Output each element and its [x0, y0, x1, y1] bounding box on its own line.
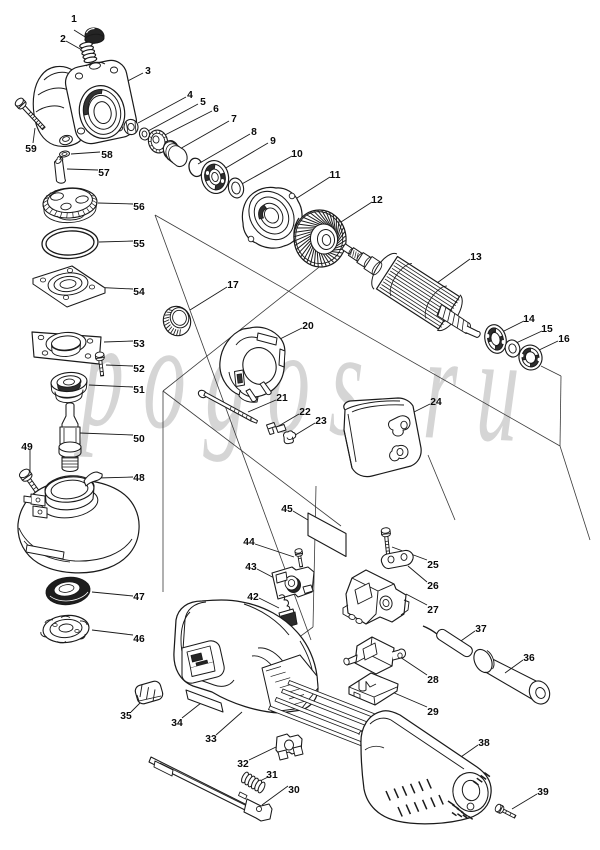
svg-text:22: 22	[299, 407, 311, 418]
svg-text:59: 59	[25, 144, 37, 155]
svg-text:44: 44	[243, 537, 255, 548]
svg-text:54: 54	[133, 287, 145, 298]
svg-text:6: 6	[213, 104, 219, 115]
svg-text:49: 49	[21, 442, 33, 453]
svg-text:28: 28	[427, 675, 439, 686]
svg-text:45: 45	[281, 504, 293, 515]
svg-text:32: 32	[237, 759, 249, 770]
svg-text:39: 39	[537, 787, 549, 798]
svg-text:38: 38	[478, 738, 490, 749]
svg-text:37: 37	[475, 624, 487, 635]
svg-text:17: 17	[227, 280, 239, 291]
svg-text:14: 14	[523, 314, 535, 325]
svg-text:36: 36	[523, 653, 535, 664]
svg-text:9: 9	[270, 136, 276, 147]
svg-text:29: 29	[427, 707, 439, 718]
svg-text:55: 55	[133, 239, 145, 250]
svg-text:pogos.ru: pogos.ru	[73, 288, 542, 475]
svg-text:1: 1	[71, 14, 77, 25]
svg-text:47: 47	[133, 592, 145, 603]
svg-text:13: 13	[470, 252, 482, 263]
svg-text:11: 11	[330, 170, 341, 181]
svg-text:25: 25	[427, 560, 439, 571]
svg-text:57: 57	[98, 168, 110, 179]
svg-text:56: 56	[133, 202, 145, 213]
svg-text:43: 43	[245, 562, 257, 573]
svg-text:23: 23	[315, 416, 327, 427]
svg-text:15: 15	[541, 324, 553, 335]
svg-text:35: 35	[120, 711, 132, 722]
svg-text:16: 16	[558, 334, 570, 345]
svg-text:33: 33	[205, 734, 217, 745]
svg-text:42: 42	[247, 592, 259, 603]
svg-text:3: 3	[145, 66, 151, 77]
svg-text:8: 8	[251, 127, 257, 138]
svg-text:4: 4	[187, 90, 193, 101]
svg-text:48: 48	[133, 473, 145, 484]
svg-text:46: 46	[133, 634, 145, 645]
svg-text:30: 30	[288, 785, 300, 796]
svg-text:51: 51	[133, 385, 145, 396]
svg-text:5: 5	[200, 97, 206, 108]
svg-text:31: 31	[266, 770, 278, 781]
svg-text:2: 2	[60, 34, 66, 45]
svg-text:24: 24	[430, 397, 442, 408]
svg-text:7: 7	[231, 114, 237, 125]
svg-text:21: 21	[276, 393, 288, 404]
svg-text:53: 53	[133, 339, 145, 350]
svg-text:12: 12	[371, 195, 383, 206]
svg-text:50: 50	[133, 434, 145, 445]
svg-text:10: 10	[291, 149, 303, 160]
svg-text:34: 34	[171, 718, 183, 729]
svg-text:26: 26	[427, 581, 439, 592]
svg-text:52: 52	[133, 364, 145, 375]
svg-text:20: 20	[302, 321, 314, 332]
svg-text:27: 27	[427, 605, 439, 616]
svg-text:58: 58	[101, 150, 113, 161]
